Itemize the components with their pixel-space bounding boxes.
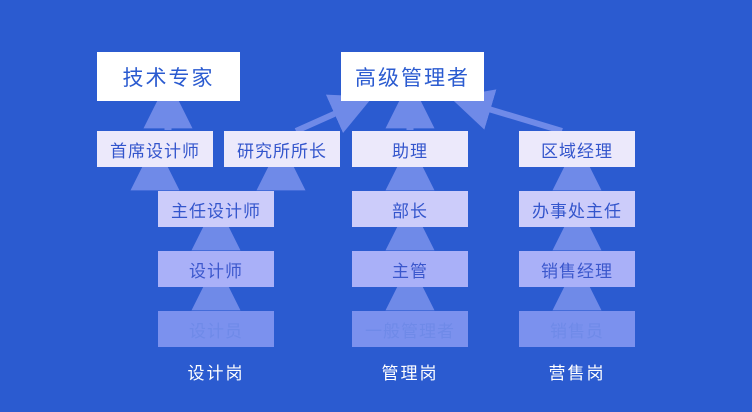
column-label-design: 设计岗 [187,363,245,383]
node-chief-designer[interactable]: 首席设计师 [97,131,213,167]
node-lead-designer[interactable]: 主任设计师 [158,191,274,227]
node-assistant[interactable]: 助理 [352,131,468,167]
node-tech-expert[interactable]: 技术专家 [97,52,240,101]
node-department-head[interactable]: 部长 [352,191,468,227]
node-designer[interactable]: 设计师 [158,251,274,287]
column-label-sales: 营售岗 [548,363,606,383]
node-general-manager[interactable]: 一般管理者 [352,311,468,347]
node-supervisor[interactable]: 主管 [352,251,468,287]
node-institute-director[interactable]: 研究所所长 [224,131,340,167]
arrow-regional-to-senior-manager [450,89,563,134]
column-label-management: 管理岗 [381,363,439,383]
node-senior-manager[interactable]: 高级管理者 [341,52,484,101]
node-salesperson[interactable]: 销售员 [519,311,635,347]
arrow-institute-to-senior-manager [294,94,373,134]
node-sales-manager[interactable]: 销售经理 [519,251,635,287]
node-junior-designer[interactable]: 设计员 [158,311,274,347]
node-office-director[interactable]: 办事处主任 [519,191,635,227]
node-regional-manager[interactable]: 区域经理 [519,131,635,167]
